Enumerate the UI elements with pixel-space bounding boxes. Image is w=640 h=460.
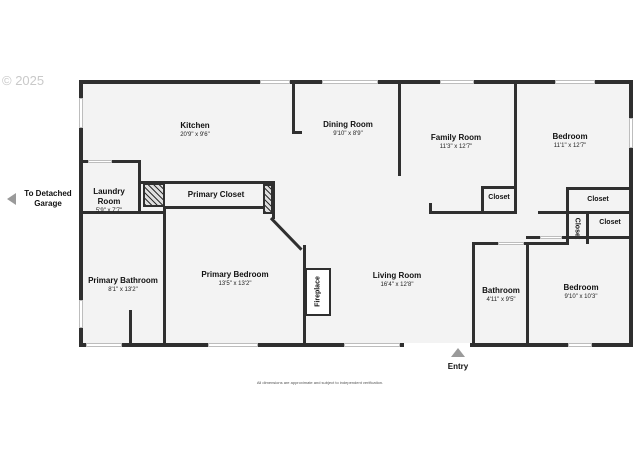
bedroom-se-door-top [540, 236, 562, 239]
living-room-name: Living Room [372, 271, 422, 280]
window-dining [322, 80, 378, 84]
copyright-watermark: © 2025 [2, 73, 45, 88]
dining-room-dims: 9'10" x 8'9" [333, 131, 363, 137]
window-family [440, 80, 474, 84]
primary-closet-name: Primary Closet [187, 190, 245, 199]
closet-hall-label: Closet [599, 219, 621, 226]
dining-family-wall [398, 84, 401, 176]
primary-bathroom-dims: 8'1" x 13'2" [108, 287, 138, 293]
primary-bedroom-name: Primary Bedroom [201, 270, 269, 279]
primary-closet-wall-bottom [164, 206, 266, 209]
primary-bath-bedroom-wall [163, 206, 166, 345]
bedroom-ne-name: Bedroom [552, 132, 588, 141]
laundry-wall-top [83, 160, 141, 163]
bedroom-ne-bottom-wall [538, 211, 632, 214]
bathroom-door-top [498, 242, 524, 245]
primary-bath-top-wall [83, 211, 163, 214]
family-room-dims: 11'3" x 12'7" [439, 144, 473, 150]
laundry-wall-right [138, 160, 141, 213]
window-primary-bath [86, 343, 122, 347]
kitchen-name: Kitchen [180, 121, 210, 130]
closet-vertical-label: Closet [573, 217, 581, 240]
disclaimer: All dimensions are approximate and subje… [256, 380, 384, 385]
bedroom-se-wall-top [526, 236, 632, 239]
garage-arrow-icon [7, 193, 16, 205]
closet-family-wall-top [481, 186, 517, 189]
bedroom-ne-closet-wall-left [566, 187, 569, 214]
bedroom-ne-dims: 11'1" x 12'7" [553, 143, 587, 149]
laundry-room-name-line2: Room [97, 197, 121, 206]
kitchen-dining-wall-stub [292, 131, 302, 134]
bathroom-dims: 4'11" x 9'5" [486, 297, 516, 303]
bathroom-name: Bathroom [482, 286, 520, 295]
laundry-room-dims: 5'9" x 7'7" [95, 208, 123, 214]
entry-door-gap [404, 343, 470, 347]
fireplace-hearth [305, 268, 331, 316]
laundry-door-top [88, 160, 112, 163]
laundry-room-name-line1: Laundry [93, 187, 125, 196]
closet-family-label: Closet [488, 194, 510, 201]
family-room-bottom-wall [430, 211, 517, 214]
window-primary-bedroom [208, 343, 258, 347]
bathroom-bedroom-wall [526, 242, 529, 345]
closet-bedroom-ne-label: Closet [587, 196, 609, 203]
window-bedroom-ne-right [629, 118, 633, 148]
closet-family-wall-left [481, 187, 484, 214]
bathroom-wall-left [472, 242, 475, 345]
primary-closet-wall-right [272, 181, 275, 219]
window-kitchen-left [79, 98, 83, 128]
family-room-name: Family Room [430, 133, 482, 142]
primary-bath-partition [129, 310, 132, 345]
bedroom-se-dims: 9'10" x 10'3" [564, 294, 598, 300]
window-kitchen [260, 80, 290, 84]
kitchen-dims: 20'9" x 9'6" [180, 132, 210, 138]
closet-vertical-wall-right [586, 214, 589, 244]
window-living [344, 343, 400, 347]
fireplace-label: Fireplace [314, 276, 322, 307]
window-bedroom-ne-top [555, 80, 595, 84]
family-room-wall-stub [429, 203, 432, 214]
window-primary-bath-left [79, 300, 83, 328]
chimney-closet-right [263, 184, 273, 214]
detached-garage-label-line1: To Detached [24, 189, 72, 198]
detached-garage-label-line2: Garage [34, 199, 62, 208]
closet-vertical-wall-left [566, 214, 569, 244]
primary-bedroom-dims: 13'5" x 13'2" [218, 281, 252, 287]
primary-closet-wall-top [141, 181, 275, 184]
dining-room-name: Dining Room [323, 120, 373, 129]
kitchen-dining-wall [292, 84, 295, 134]
living-room-dims: 16'4" x 12'8" [380, 282, 414, 288]
primary-bedroom-east-wall [303, 245, 306, 345]
family-bedroom-wall [514, 84, 517, 214]
bedroom-se-name: Bedroom [563, 283, 599, 292]
exterior-wall-left [79, 80, 83, 347]
primary-bathroom-name: Primary Bathroom [88, 276, 158, 285]
window-bedroom-se-bottom [568, 343, 592, 347]
entry-arrow-icon [451, 348, 465, 357]
bedroom-ne-closet-wall-top [566, 187, 632, 190]
chimney-left [143, 183, 165, 207]
entry-label: Entry [447, 362, 469, 371]
